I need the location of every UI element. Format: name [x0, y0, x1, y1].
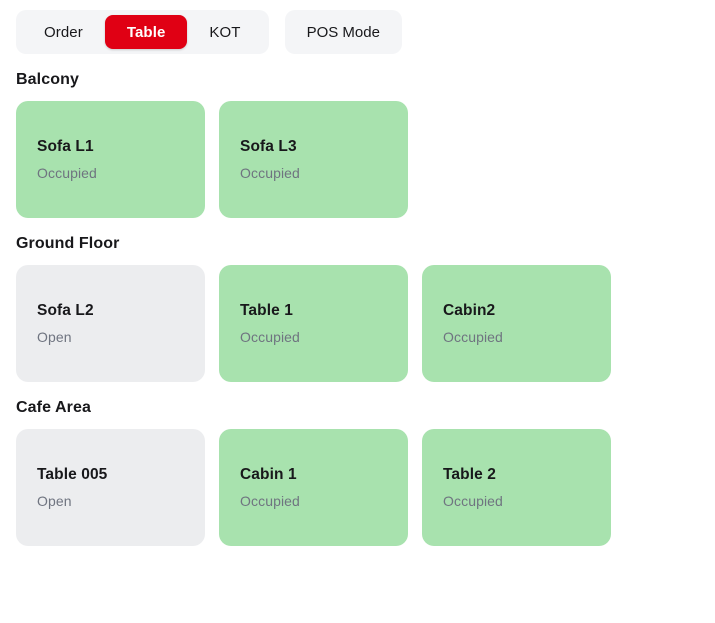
section-title: Ground Floor: [16, 235, 120, 252]
table-card-status: Open: [37, 493, 72, 509]
view-mode-tab-group: Order Table KOT: [16, 10, 269, 54]
table-card[interactable]: Table 1 Occupied: [219, 265, 408, 382]
table-card[interactable]: Table 2 Occupied: [422, 429, 611, 546]
table-card-name: Sofa L2: [37, 302, 94, 319]
table-card[interactable]: Sofa L2 Open: [16, 265, 205, 382]
table-card[interactable]: Sofa L1 Occupied: [16, 101, 205, 218]
table-card-status: Occupied: [240, 329, 300, 345]
table-card-name: Table 005: [37, 466, 108, 483]
tab-kot[interactable]: KOT: [187, 15, 262, 49]
table-sections: Balcony Sofa L1 Occupied Sofa L3 Occupie…: [0, 54, 715, 546]
table-card-name: Sofa L1: [37, 138, 94, 155]
pos-mode-button[interactable]: POS Mode: [284, 10, 402, 54]
table-card-name: Table 2: [443, 466, 496, 483]
table-card[interactable]: Table 005 Open: [16, 429, 205, 546]
tab-order[interactable]: Order: [22, 15, 105, 49]
table-card-status: Occupied: [240, 493, 300, 509]
table-card-status: Open: [37, 329, 72, 345]
table-card-row: Sofa L2 Open Table 1 Occupied Cabin2 Occ…: [16, 265, 715, 382]
table-card-row: Sofa L1 Occupied Sofa L3 Occupied: [16, 101, 715, 218]
table-card-row: Table 005 Open Cabin 1 Occupied Table 2 …: [16, 429, 715, 546]
table-card-status: Occupied: [443, 493, 503, 509]
table-card-status: Occupied: [37, 165, 97, 181]
section-ground-floor: Ground Floor Sofa L2 Open Table 1 Occupi…: [16, 234, 715, 382]
table-card-name: Sofa L3: [240, 138, 297, 155]
table-card-name: Cabin2: [443, 302, 496, 319]
section-title: Cafe Area: [16, 399, 92, 416]
table-card[interactable]: Cabin 1 Occupied: [219, 429, 408, 546]
section-title: Balcony: [16, 71, 79, 88]
section-cafe-area: Cafe Area Table 005 Open Cabin 1 Occupie…: [16, 398, 715, 546]
table-card[interactable]: Sofa L3 Occupied: [219, 101, 408, 218]
section-balcony: Balcony Sofa L1 Occupied Sofa L3 Occupie…: [16, 70, 715, 218]
table-card[interactable]: Cabin2 Occupied: [422, 265, 611, 382]
table-card-name: Table 1: [240, 302, 293, 319]
tab-table[interactable]: Table: [104, 15, 188, 49]
table-card-name: Cabin 1: [240, 466, 297, 483]
table-card-status: Occupied: [443, 329, 503, 345]
table-card-status: Occupied: [240, 165, 300, 181]
top-toolbar: Order Table KOT POS Mode: [0, 0, 715, 54]
